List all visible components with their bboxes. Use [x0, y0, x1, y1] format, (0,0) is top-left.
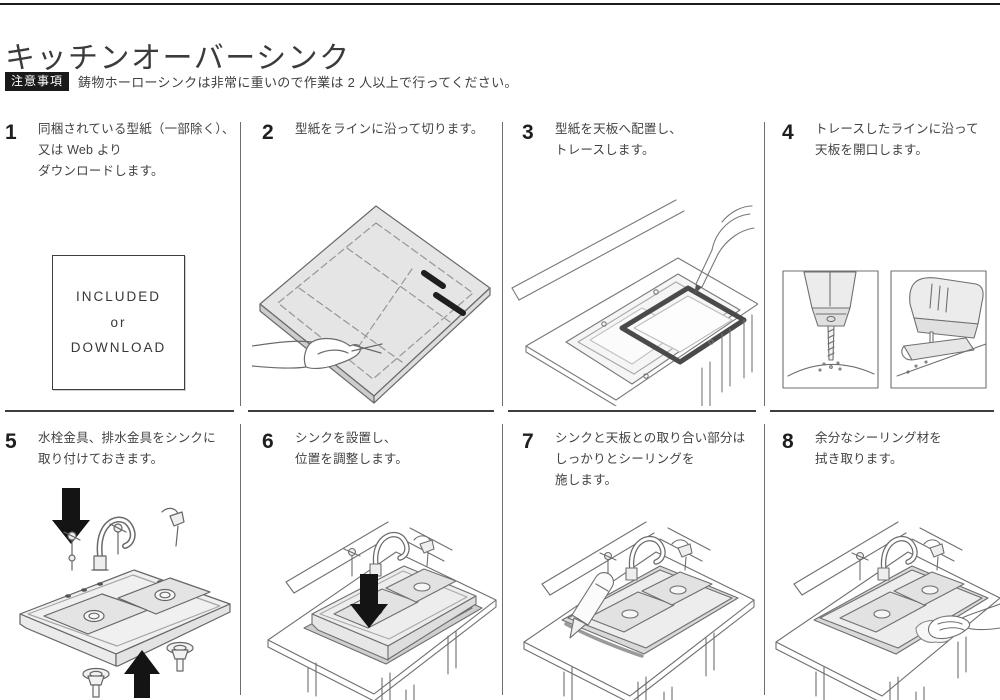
- step-description-line: 水栓金具、排水金具をシンクに: [38, 431, 216, 445]
- notice-badge: 注意事項: [5, 72, 70, 92]
- included-or-download-box: INCLUDED or DOWNLOAD: [52, 255, 185, 390]
- step-description-line: シンクと天板との取り合い部分は: [555, 431, 746, 445]
- step-description-line: 施します。: [555, 473, 618, 487]
- drill-and-jigsaw-illustration: [782, 270, 987, 389]
- step-1: 1 同梱されている型紙（一部除く）、 又は Web より ダウンロードします。: [5, 119, 237, 182]
- step-number: 7: [522, 430, 534, 453]
- step-description-line: 位置を調整します。: [295, 452, 409, 466]
- step-description-line: ダウンロードします。: [38, 164, 164, 178]
- step-number: 1: [5, 121, 17, 144]
- step-description-line: 拭き取ります。: [815, 452, 903, 466]
- step-description-line: シンクを設置し、: [295, 431, 397, 445]
- step-description: 水栓金具、排水金具をシンクに 取り付けておきます。: [38, 428, 216, 470]
- step-description-line: しっかりとシーリングを: [555, 452, 695, 466]
- step-description-line: トレースしたラインに沿って: [815, 122, 979, 136]
- included-box-line: INCLUDED: [75, 289, 161, 305]
- top-divider: [0, 3, 1000, 5]
- included-box-line: or: [110, 314, 127, 330]
- step-5: 5 水栓金具、排水金具をシンクに 取り付けておきます。: [5, 428, 237, 470]
- row-divider: [248, 410, 494, 412]
- step-description: シンクを設置し、 位置を調整します。: [295, 428, 408, 470]
- step-description: 同梱されている型紙（一部除く）、 又は Web より ダウンロードします。: [38, 119, 235, 182]
- included-box-line: DOWNLOAD: [70, 340, 167, 356]
- hand-cutting-template-illustration: [252, 205, 491, 404]
- step-description: 余分なシーリング材を 拭き取ります。: [815, 428, 942, 470]
- step-number: 6: [262, 430, 274, 453]
- down-arrow-icon: [52, 488, 90, 544]
- column-divider: [240, 122, 241, 406]
- tracing-template-on-countertop-illustration: [511, 199, 758, 406]
- page-title: キッチンオーバーシンク: [5, 42, 351, 76]
- row-divider: [770, 410, 994, 412]
- step-number: 8: [782, 430, 794, 453]
- step-number: 5: [5, 430, 17, 453]
- step-description-line: 天板を開口します。: [815, 143, 929, 157]
- row-divider: [508, 410, 756, 412]
- step-description-line: トレースします。: [555, 143, 655, 157]
- notice-text: 鋳物ホーローシンクは非常に重いので作業は 2 人以上で行ってください。: [78, 75, 518, 91]
- up-arrow-icon: [124, 650, 160, 698]
- placing-sink-into-countertop-illustration: [267, 521, 497, 700]
- column-divider: [764, 122, 765, 406]
- step-number: 2: [262, 121, 274, 144]
- step-description: 型紙をラインに沿って切ります。: [295, 119, 484, 143]
- step-description-line: 余分なシーリング材を: [815, 431, 943, 445]
- step-6: 6 シンクを設置し、 位置を調整します。: [262, 428, 497, 470]
- down-arrow-icon: [350, 574, 388, 628]
- step-4: 4 トレースしたラインに沿って 天板を開口します。: [782, 119, 997, 161]
- step-description-line: 取り付けておきます。: [38, 452, 164, 466]
- step-7: 7 シンクと天板との取り合い部分は しっかりとシーリングを 施します。: [522, 428, 760, 491]
- step-description-line: 型紙をラインに沿って切ります。: [295, 122, 484, 136]
- step-description-line: 又は Web より: [38, 143, 122, 157]
- step-description: トレースしたラインに沿って 天板を開口します。: [815, 119, 979, 161]
- step-description: 型紙を天板へ配置し、 トレースします。: [555, 119, 682, 161]
- step-number: 4: [782, 121, 794, 144]
- step-8: 8 余分なシーリング材を 拭き取ります。: [782, 428, 997, 470]
- column-divider: [502, 122, 503, 406]
- applying-sealant-around-sink-illustration: [523, 521, 755, 700]
- column-divider: [240, 424, 241, 695]
- row-divider: [5, 410, 234, 412]
- step-description: シンクと天板との取り合い部分は しっかりとシーリングを 施します。: [555, 428, 745, 491]
- sink-with-faucet-and-drain-fittings-illustration: [19, 488, 231, 698]
- step-2: 2 型紙をラインに沿って切ります。: [262, 119, 497, 143]
- step-description-line: 同梱されている型紙（一部除く）、: [38, 122, 235, 136]
- wiping-excess-sealant-illustration: [775, 521, 1000, 700]
- column-divider: [764, 424, 765, 695]
- step-number: 3: [522, 121, 534, 144]
- step-3: 3 型紙を天板へ配置し、 トレースします。: [522, 119, 760, 161]
- step-description-line: 型紙を天板へ配置し、: [555, 122, 683, 136]
- notice: 注意事項 鋳物ホーローシンクは非常に重いので作業は 2 人以上で行ってください。: [5, 72, 518, 92]
- column-divider: [502, 424, 503, 695]
